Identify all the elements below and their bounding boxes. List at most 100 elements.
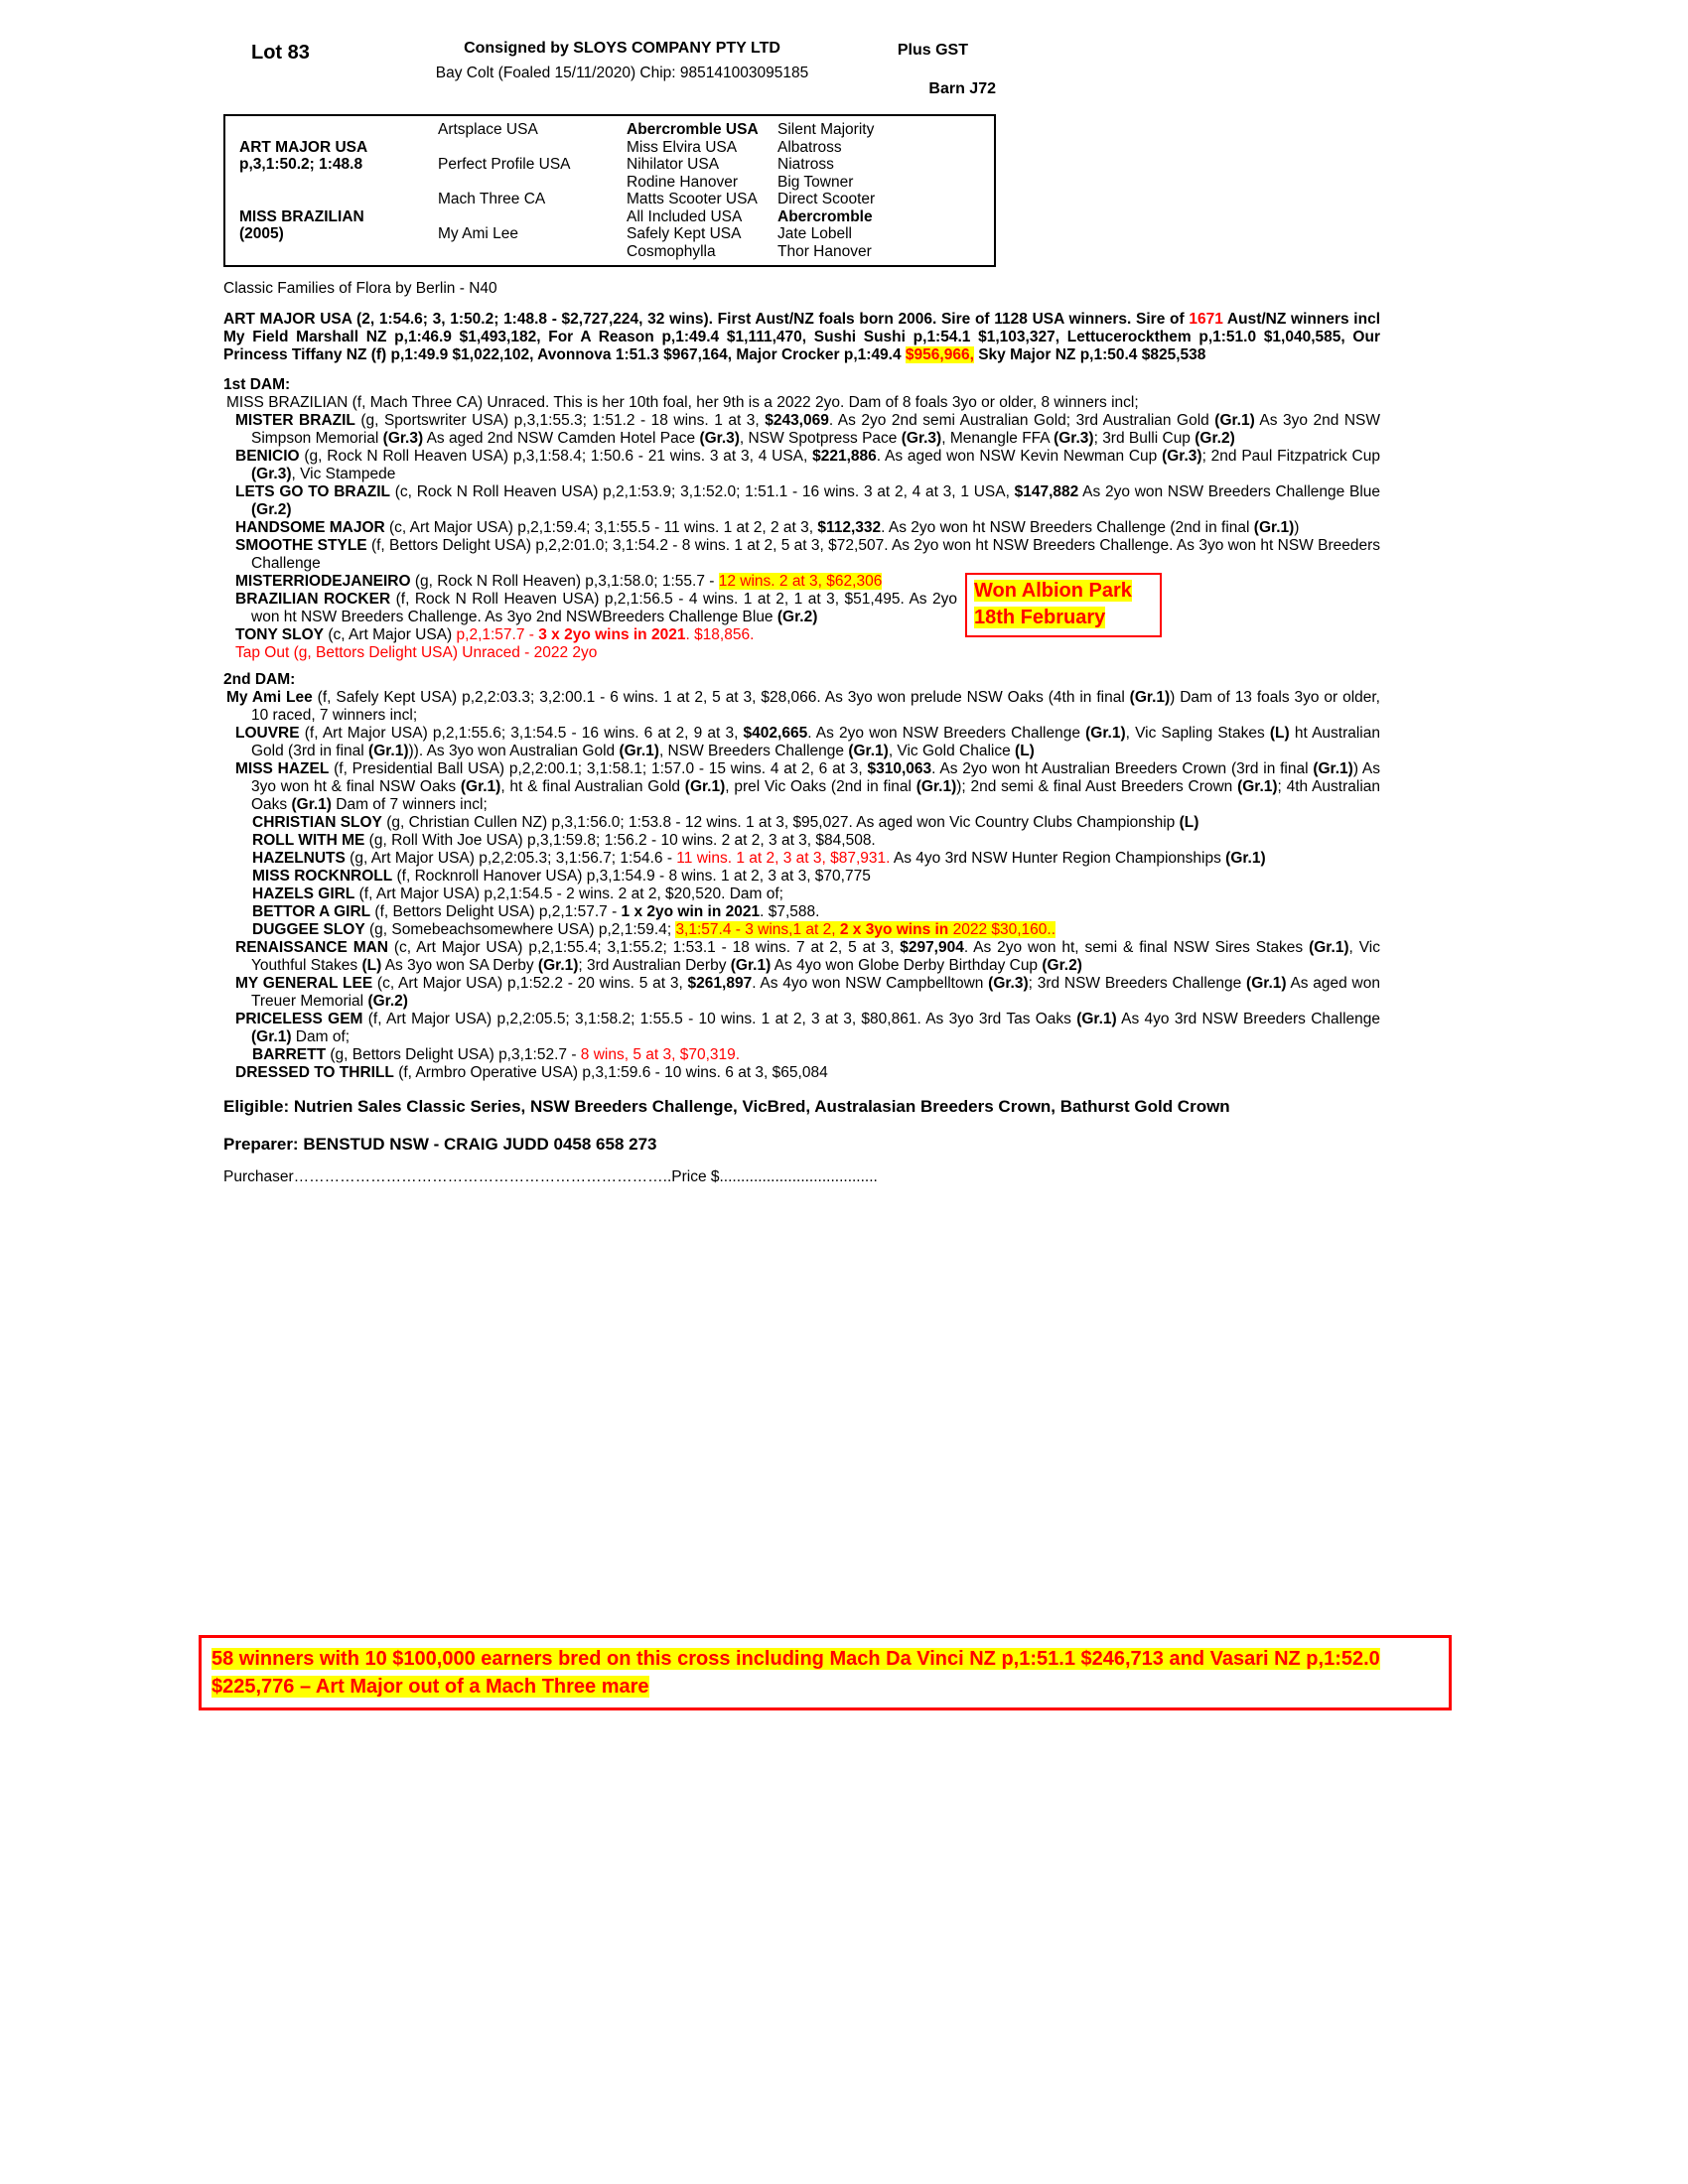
footer-note-box: 58 winners with 10 $100,000 earners bred…: [199, 1635, 1452, 1710]
text-segment: As 2yo won NSW Breeders Challenge Blue: [1078, 483, 1381, 500]
pedigree-entry: Nihilator USA: [627, 156, 720, 173]
pedigree-paragraph: MISTERRIODEJANEIRO (g, Rock N Roll Heave…: [235, 573, 1380, 591]
pedigree-paragraph: LOUVRE (f, Art Major USA) p,2,1:55.6; 3,…: [235, 725, 1380, 760]
text-segment: $402,665: [743, 725, 808, 742]
text-segment: 2 x 3yo wins in: [839, 921, 953, 938]
text-segment: (Gr.1): [684, 778, 726, 795]
text-segment: HAZELNUTS: [252, 850, 346, 867]
text-segment: ht Australian Gold (3rd in final: [251, 725, 1380, 759]
text-segment: (f, Art Major USA) p,2,2:05.5; 3,1:58.2;…: [362, 1011, 1077, 1027]
text-segment: $261,897: [687, 975, 753, 992]
text-segment: (Gr.1): [1085, 725, 1126, 742]
text-segment: HAZELS GIRL: [252, 886, 355, 902]
text-segment: ROLL WITH ME: [252, 832, 365, 849]
text-segment: 1671: [1189, 311, 1223, 328]
text-segment: (Gr.1): [1214, 412, 1255, 429]
text-segment: (f, Armbro Operative USA) p,3,1:59.6 - 1…: [393, 1064, 828, 1081]
pedigree-paragraph: MISS ROCKNROLL (f, Rocknroll Hanover USA…: [252, 868, 1380, 886]
text-segment: (Gr.1): [730, 957, 772, 974]
eligible-line: Eligible: Nutrien Sales Classic Series, …: [223, 1097, 1230, 1116]
text-segment: (c, Rock N Roll Heaven USA) p,2,1:53.9; …: [390, 483, 1015, 500]
text-segment: (L): [1269, 725, 1290, 742]
text-segment: (f, Rocknroll Hanover USA) p,3,1:54.9 - …: [392, 868, 871, 885]
text-segment: SMOOTHE STYLE: [235, 537, 367, 554]
text-segment: (Gr.2): [1195, 430, 1235, 447]
pedigree-paragraph: DUGGEE SLOY (g, Somebeachsomewhere USA) …: [252, 921, 1380, 939]
text-segment: (L): [1179, 814, 1199, 831]
pedigree-paragraph: BENICIO (g, Rock N Roll Heaven USA) p,3,…: [235, 448, 1380, 483]
text-segment: (f, Art Major USA) p,2,1:55.6; 3,1:54.5 …: [299, 725, 744, 742]
text-segment: ; 2nd Paul Fitzpatrick Cup: [1201, 448, 1380, 465]
text-segment: TONY SLOY: [235, 626, 325, 643]
purchaser-line: Purchaser………………………………………………………………..Price…: [223, 1168, 878, 1185]
pedigree-paragraph: TONY SLOY (c, Art Major USA) p,2,1:57.7 …: [235, 626, 1380, 644]
text-segment: , NSW Spotpress Pace: [739, 430, 902, 447]
pedigree-generation2-entry: Perfect Profile USA: [438, 156, 571, 173]
text-segment: )). As 3yo won Australian Gold: [408, 743, 620, 759]
text-segment: MISS BRAZILIAN (f, Mach Three CA) Unrace…: [226, 394, 1139, 411]
text-segment: Dam of;: [291, 1028, 351, 1045]
text-segment: 2nd DAM:: [223, 671, 296, 688]
footer-note-text: 58 winners with 10 $100,000 earners bred…: [211, 1645, 1439, 1701]
text-segment: (Gr.3): [988, 975, 1029, 992]
text-segment: ; 3rd Australian Derby: [578, 957, 731, 974]
text-segment: (Gr.3): [382, 430, 424, 447]
text-segment: . As 2yo 2nd semi Australian Gold; 3rd A…: [828, 412, 1215, 429]
pedigree-entry: Thor Hanover: [777, 242, 872, 260]
text-segment: (Gr.1): [1246, 975, 1287, 992]
text-segment: ) As 3yo won ht & final NSW Oaks: [251, 760, 1380, 795]
pedigree-entry: Miss Elvira USA: [627, 138, 738, 156]
pedigree-paragraph: MY GENERAL LEE (c, Art Major USA) p,1:52…: [235, 975, 1380, 1011]
text-segment: MISS HAZEL: [235, 760, 330, 777]
pedigree-paragraph: CHRISTIAN SLOY (g, Christian Cullen NZ) …: [252, 814, 1380, 832]
text-segment: (g, Christian Cullen NZ) p,3,1:56.0; 1:5…: [381, 814, 1180, 831]
text-segment: (Gr.2): [251, 501, 292, 518]
text-segment: LETS GO TO BRAZIL: [235, 483, 391, 500]
text-segment: ); 2nd semi & final Aust Breeders Crown: [956, 778, 1238, 795]
text-segment: DUGGEE SLOY: [252, 921, 365, 938]
text-segment: Sky Major NZ p,1:50.4 $825,538: [973, 346, 1206, 363]
text-segment: $221,886: [812, 448, 877, 465]
text-segment: (g, Art Major USA) p,2,2:05.3; 3,1:56.7;…: [345, 850, 677, 867]
text-segment: ; 3rd NSW Breeders Challenge: [1028, 975, 1247, 992]
text-segment: RENAISSANCE MAN: [235, 939, 388, 956]
text-segment: (c, Art Major USA) p,2,1:59.4; 3,1:55.5 …: [384, 519, 818, 536]
text-segment: (Gr.1): [619, 743, 659, 759]
text-segment: (Gr.1): [460, 778, 501, 795]
text-segment: (g, Roll With Joe USA) p,3,1:59.8; 1:56.…: [364, 832, 876, 849]
document-header: Lot 83 Consigned by SLOYS COMPANY PTY LT…: [223, 40, 996, 98]
pedigree-paragraph: HAZELNUTS (g, Art Major USA) p,2,2:05.3;…: [252, 850, 1380, 868]
text-segment: 58 winners with 10 $100,000 earners bred…: [211, 1648, 1380, 1698]
text-segment: , Menangle FFA: [941, 430, 1055, 447]
text-segment: $956,966,: [905, 346, 974, 363]
pedigree-generation2-entry: Artsplace USA: [438, 121, 538, 138]
text-segment: MY GENERAL LEE: [235, 975, 373, 992]
text-segment: (c, Art Major USA) p,1:52.2 - 20 wins. 5…: [372, 975, 688, 992]
text-segment: PRICELESS GEM: [235, 1011, 363, 1027]
pedigree-paragraph: HAZELS GIRL (f, Art Major USA) p,2,1:54.…: [252, 886, 1380, 903]
text-segment: (Gr.1): [848, 743, 889, 759]
text-segment: HANDSOME MAJOR: [235, 519, 385, 536]
text-segment: (Gr.3): [1054, 430, 1094, 447]
text-segment: (Gr.2): [776, 609, 818, 625]
pedigree-paragraph: BRAZILIAN ROCKER (f, Rock N Roll Heaven …: [235, 591, 1380, 626]
text-segment: (f, Safely Kept USA) p,2,2:03.3; 3,2:00.…: [312, 689, 1130, 706]
text-segment: . As 2yo won ht NSW Breeders Challenge (…: [881, 519, 1254, 536]
consignor-line: Consigned by SLOYS COMPANY PTY LTD: [464, 40, 780, 57]
text-segment: $297,904: [900, 939, 964, 956]
pedigree-generation2-entry: My Ami Lee: [438, 225, 518, 242]
pedigree-paragraph: LETS GO TO BRAZIL (c, Rock N Roll Heaven…: [235, 483, 1381, 519]
text-segment: Aust/NZ winners incl My Field Marshall N…: [223, 311, 1380, 363]
gst-label: Plus GST: [897, 42, 968, 59]
pedigree-paragraph: Tap Out (g, Bettors Delight USA) Unraced…: [235, 644, 1380, 662]
text-segment: (f, Art Major USA) p,2,1:54.5 - 2 wins. …: [354, 886, 783, 902]
pedigree-entry: Big Towner: [777, 173, 854, 191]
text-segment: (g, Bettors Delight USA) p,3,1:52.7 -: [326, 1046, 581, 1063]
pedigree-paragraph: RENAISSANCE MAN (c, Art Major USA) p,2,1…: [235, 939, 1380, 975]
text-segment: 11 wins. 1 at 2, 3 at 3, $87,931.: [676, 850, 891, 867]
text-segment: (L): [361, 957, 382, 974]
text-segment: As 4yo 3rd NSW Breeders Challenge: [1116, 1011, 1380, 1027]
foaling-line: Bay Colt (Foaled 15/11/2020) Chip: 98514…: [435, 65, 809, 81]
text-segment: (Gr.2): [367, 993, 408, 1010]
